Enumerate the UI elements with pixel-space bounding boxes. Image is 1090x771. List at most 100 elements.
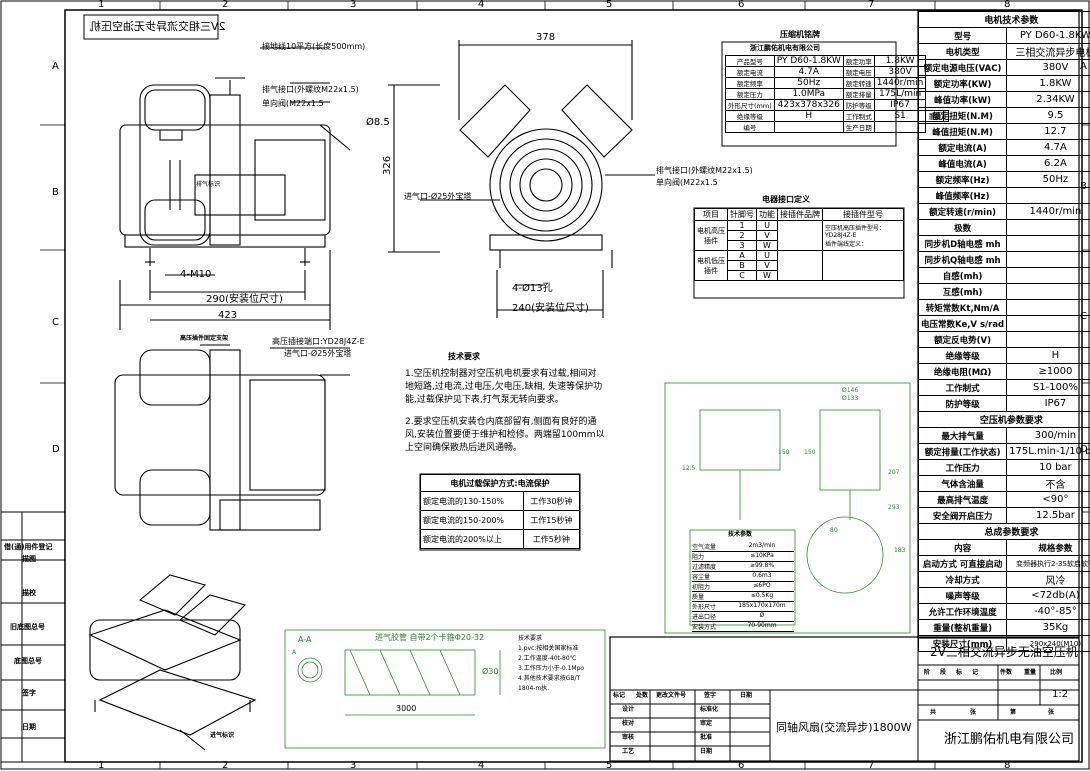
filter-dim-80: 80 (830, 528, 838, 534)
spec-value: 不含 (1007, 476, 1090, 492)
strip-base-no: 底图总号 (14, 658, 42, 665)
overload-r3-c1: 额定电流的200%以上 (421, 530, 524, 549)
filter-dim-293: 293 (888, 505, 899, 511)
conn-hv-note: 插件端线定义： (825, 241, 867, 248)
col-label-8: 8 (1004, 0, 1010, 10)
spec-key: 绝缘等级 (919, 348, 1007, 364)
spec-row: 电压常数Ke,V s/rad (919, 316, 1090, 332)
conn-hv: 电机高压插件 (695, 221, 728, 251)
nameplate-cell (774, 122, 843, 133)
col-label-4: 4 (478, 0, 484, 10)
spec-value: IP67 (1007, 396, 1090, 412)
spec-row: 噪声等级<72db(A) (919, 588, 1090, 604)
conn-hv-pin-1: 1 (728, 221, 757, 231)
overload-r3-c2: 工作5秒钟 (523, 530, 579, 549)
filter-row: 初阻力≤6PO (692, 582, 794, 592)
tb-stage-1: 阶 (924, 670, 930, 676)
nameplate-cell: 额定功率 (843, 56, 874, 67)
spec-key: 防护等级 (919, 396, 1007, 412)
nameplate-cell: 绝缘等级 (726, 111, 775, 122)
tb-scale: 1:2 (1052, 690, 1068, 700)
tech-req-item-2: 2.要求空压机安装仓内底部留有,侧面有良好的通风,安装位置要便于维护和检修。两端… (405, 416, 605, 455)
nameplate-cell: 工作制式 (843, 111, 874, 122)
spec-key: 额定反电势(V) (919, 332, 1007, 348)
spec-key: 额定功率(KW) (919, 76, 1007, 92)
tb-role-ratify: 批准 (700, 735, 712, 741)
conn-lv-pin-3: C (728, 271, 757, 281)
spec-value: 1.8KW (1007, 76, 1090, 92)
spec-value: 变频器执行2-3S软启软停 (1007, 556, 1090, 572)
conn-lv-fn-2: V (757, 261, 778, 271)
spec-value: <90° (1007, 492, 1090, 508)
title-stamp: 2V三相交流异步无油空压机 (90, 21, 226, 32)
spec-value: 三相交流异步电机 (1007, 44, 1090, 60)
spec-key: 同步机Q轴电感 mh (919, 252, 1007, 268)
spec-row: 互感(mh) (919, 284, 1090, 300)
side-width-423: 423 (218, 311, 237, 321)
tb-company: 浙江鹏佑机电有限公司 (944, 733, 1074, 746)
conn-hv-fn-3: W (757, 241, 778, 251)
filter-value: 2m3/min (730, 542, 794, 551)
nameplate-cell: H (774, 111, 843, 122)
spec-key: 额定转速(r/min) (919, 204, 1007, 220)
tb-stage-3: 标 (956, 670, 962, 676)
spec-value: 10 bar (1007, 460, 1090, 476)
tb-role-process: 工艺 (622, 749, 634, 755)
side-width-290: 290(安装位尺寸) (206, 295, 283, 305)
spec-value: PY D60-1.8KW (1007, 28, 1090, 44)
filter-value: Ø (730, 612, 794, 621)
conn-h4: 接插件型号 (823, 209, 904, 221)
spec-comp-header: 空压机参数要求 (919, 412, 1090, 428)
spec-value: S1-100% (1007, 380, 1090, 396)
conn-h0: 项目 (695, 209, 728, 221)
filter-key: 质量 (692, 592, 730, 601)
overload-r2-c1: 额定电流的150-200% (421, 511, 524, 530)
spec-value (1007, 252, 1090, 268)
tb-fan: 同轴风扇(交流异步)1800W (776, 722, 911, 733)
conn-lv-fn-1: U (757, 251, 778, 261)
filter-value: ≤6PO (730, 582, 794, 591)
tech-req-title: 技术要求 (448, 353, 480, 361)
spec-key: 峰值电流(A) (919, 156, 1007, 172)
filter-value: 70-90mm (730, 622, 794, 631)
nameplate-cell: 产品型号 (726, 56, 775, 67)
nameplate-cell: 额定电流 (726, 67, 775, 78)
spec-key: 互感(mh) (919, 284, 1007, 300)
spec-key: 启动方式 可直接启动 (919, 556, 1007, 572)
spec-key: 冷却方式 (919, 572, 1007, 588)
spec-row: 极数 (919, 220, 1090, 236)
conn-h3: 接插件品牌 (778, 209, 823, 221)
front-width-240: 240(安装位尺寸) (512, 304, 589, 314)
tb-total: 共 (930, 710, 936, 716)
spec-value (1007, 268, 1090, 284)
spec-value: 50Hz (1007, 172, 1090, 188)
overload-r2-c2: 工作15秒钟 (523, 511, 579, 530)
filter-value: ≤0.5Kg (730, 592, 794, 601)
spec-value: <72db(A) (1007, 588, 1090, 604)
filter-value: 185x170x170m (730, 602, 794, 611)
spec-key: 安全阀开启压力 (919, 508, 1007, 524)
spec-key: 额定电流(A) (919, 140, 1007, 156)
nameplate-cell: 外形尺寸(mm) (726, 100, 775, 111)
tb-rev-doc: 更改文件号 (656, 693, 686, 699)
spec-key: 工作压力 (919, 460, 1007, 476)
strip-sign: 签字 (22, 690, 36, 697)
spec-value: 175L.min-1/10 bar (1007, 444, 1090, 460)
tb-role-check: 校对 (622, 721, 634, 727)
spec-row: 同步机D轴电感 mh (919, 236, 1090, 252)
tb-product: 2V三相交流异步无油空压机 (930, 646, 1078, 658)
nameplate-cell: 4.7A (774, 67, 843, 78)
spec-value: -40°-85° (1007, 604, 1090, 620)
filter-key: 空气流量 (692, 542, 730, 551)
row-label-a: A (52, 62, 59, 72)
spec-row: 峰值扭矩(N.M)12.7 (919, 124, 1090, 140)
spec-value: 380V (1007, 60, 1090, 76)
filter-value: ≤10KPa (730, 552, 794, 561)
